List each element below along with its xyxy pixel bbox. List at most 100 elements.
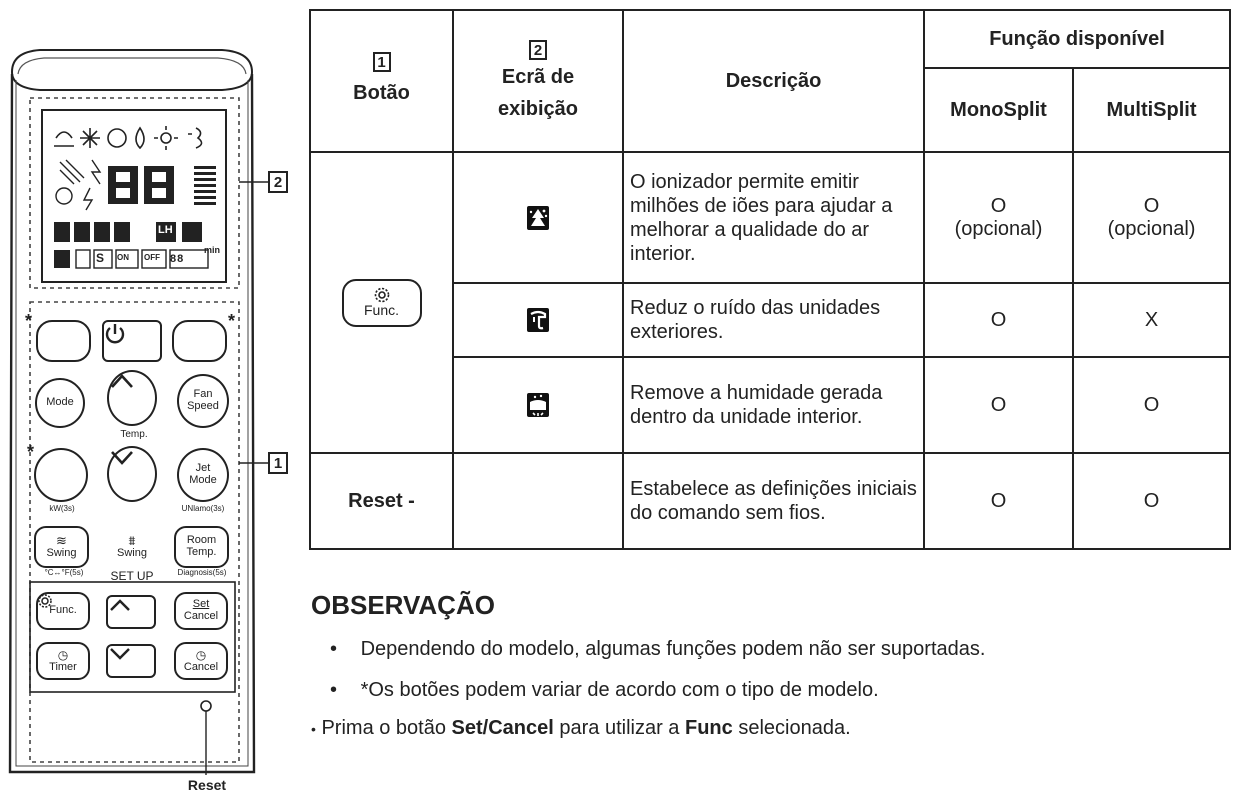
- lcd-s-label: S: [96, 251, 105, 265]
- chevron-up-icon: [111, 374, 133, 388]
- instruction-text: Prima o botão: [321, 717, 452, 739]
- note-bullet-2: • *Os botões podem variar de acordo com …: [330, 679, 879, 702]
- ionizer-icon-cell: [452, 151, 624, 284]
- mode-label: Mode: [189, 474, 217, 486]
- diagnosis-hint: Diagnosis(5s): [177, 568, 227, 577]
- lcd-digits-small: 88: [170, 253, 185, 265]
- function-table: 1 Botão 2 Ecrã de exibição Descrição Fun…: [309, 9, 1232, 550]
- table-row: Remove a humidade gerada dentro da unida…: [310, 356, 1232, 454]
- header-num-1: 1: [372, 51, 391, 72]
- header-monosplit: MonoSplit: [923, 67, 1074, 153]
- header-display-line-1: Ecrã de: [501, 65, 575, 88]
- low-noise-icon: [527, 308, 549, 332]
- monosplit-cell: O: [923, 282, 1074, 358]
- description-cell: Remove a humidade gerada dentro da unida…: [622, 356, 925, 454]
- ionizer-icon: [527, 205, 549, 230]
- monosplit-cell: O: [923, 356, 1074, 454]
- multisplit-cell: O: [1071, 452, 1232, 550]
- temp-up-button[interactable]: [107, 370, 157, 426]
- setup-down-button[interactable]: [106, 644, 156, 678]
- description-cell: Reduz o ruído das unidades exteriores.: [622, 282, 925, 358]
- note-bullet-text: *Os botões podem variar de acordo com o …: [360, 679, 879, 701]
- table-row: Func. O ionizador permite emitir milhões…: [309, 151, 1232, 454]
- jet-label: Jet: [195, 462, 211, 475]
- func-button-label: Func.: [363, 302, 399, 319]
- temp-label: Temp.: [186, 546, 217, 558]
- description-cell: O ionizador permite emitir milhões de iõ…: [622, 151, 925, 284]
- header-row-1: 1 Botão 2 Ecrã de exibição Descrição Fun…: [309, 9, 1232, 153]
- gear-icon: [374, 287, 389, 303]
- note-instruction: • Prima o botão Set/Cancel para utilizar…: [311, 717, 851, 740]
- auto-clean-icon-cell: [452, 356, 624, 454]
- custom-button-right[interactable]: [172, 320, 227, 362]
- bullet-dot: •: [330, 638, 338, 660]
- kw-hint: kW(3s): [49, 504, 75, 513]
- header-available-function: Função disponível: [922, 9, 1232, 69]
- remote-outline: [8, 49, 268, 775]
- optional-note: (opcional): [1107, 217, 1196, 240]
- swing-label: Swing: [117, 547, 147, 560]
- func-label: Func.: [49, 604, 77, 617]
- mode-label: Mode: [46, 396, 74, 409]
- timer-label: Timer: [49, 660, 77, 673]
- lcd-min-label: min: [204, 245, 221, 255]
- power-button[interactable]: [102, 320, 162, 362]
- horizontal-swing-button[interactable]: ⩩ Swing: [104, 526, 160, 568]
- room-label: Room: [186, 534, 217, 547]
- temp-label: Temp.: [120, 429, 148, 440]
- custom-button-left[interactable]: [36, 320, 91, 362]
- timer-cancel-button[interactable]: ◷ Cancel: [174, 642, 228, 680]
- monosplit-cell: O(opcional): [923, 151, 1074, 284]
- note-bullet-1: • Dependendo do modelo, algumas funções …: [330, 638, 985, 661]
- header-button: 1 Botão: [309, 9, 454, 153]
- setup-up-button[interactable]: [106, 595, 156, 629]
- func-button[interactable]: Func.: [36, 592, 90, 630]
- header-description: Descrição: [622, 9, 925, 153]
- auto-clean-icon: [527, 393, 549, 417]
- bullet-dot: •: [311, 721, 316, 737]
- instruction-text: para utilizar a: [553, 717, 685, 739]
- setup-label: SET UP: [110, 569, 154, 583]
- mode-button[interactable]: Mode: [35, 378, 85, 428]
- speed-label: Speed: [187, 400, 219, 412]
- chevron-down-icon: [111, 451, 133, 465]
- table-row: Reset - Estabelece as definições iniciai…: [309, 452, 1232, 550]
- star-mark: *: [27, 442, 35, 462]
- lcd-off-label: OFF: [144, 253, 160, 262]
- star-mark: *: [25, 311, 33, 331]
- kw-button[interactable]: [34, 448, 88, 502]
- multisplit-cell: O(opcional): [1071, 151, 1232, 284]
- clock-icon: ◷: [195, 647, 207, 662]
- header-button-label: Botão: [353, 81, 410, 104]
- clock-icon: ◷: [57, 647, 69, 662]
- set-label: Set: [192, 598, 210, 611]
- lcd-lh-label: LH: [158, 224, 173, 236]
- fan-label: Fan: [193, 388, 213, 401]
- header-multisplit: MultiSplit: [1071, 67, 1232, 153]
- multisplit-cell: X: [1071, 282, 1232, 358]
- note-bullet-text: Dependendo do modelo, algumas funções po…: [360, 638, 986, 660]
- instruction-set-cancel: Set/Cancel: [451, 717, 554, 739]
- gear-icon: [38, 594, 52, 608]
- func-button-illustration: Func.: [341, 278, 422, 327]
- timer-button[interactable]: ◷ Timer: [36, 642, 90, 680]
- temp-down-button[interactable]: [107, 446, 157, 502]
- vertical-swing-icon: ≋: [56, 533, 67, 549]
- cancel-label: Cancel: [183, 610, 219, 622]
- display-cell-empty: [452, 452, 624, 550]
- vertical-swing-button[interactable]: ≋ Swing: [34, 526, 89, 568]
- availability-mark: O: [990, 194, 1007, 217]
- table-row: Reduz o ruído das unidades exteriores. O…: [310, 282, 1232, 358]
- callout-1: 1: [268, 452, 288, 474]
- instruction-text: selecionada.: [732, 717, 851, 739]
- header-row-2: MonoSplit MultiSplit: [310, 67, 1232, 153]
- monosplit-cell: O: [923, 452, 1074, 550]
- instruction-func: Func: [684, 717, 733, 739]
- horizontal-swing-icon: ⩩: [128, 533, 136, 549]
- bullet-dot: •: [330, 679, 338, 701]
- reset-button-cell: Reset -: [309, 452, 454, 550]
